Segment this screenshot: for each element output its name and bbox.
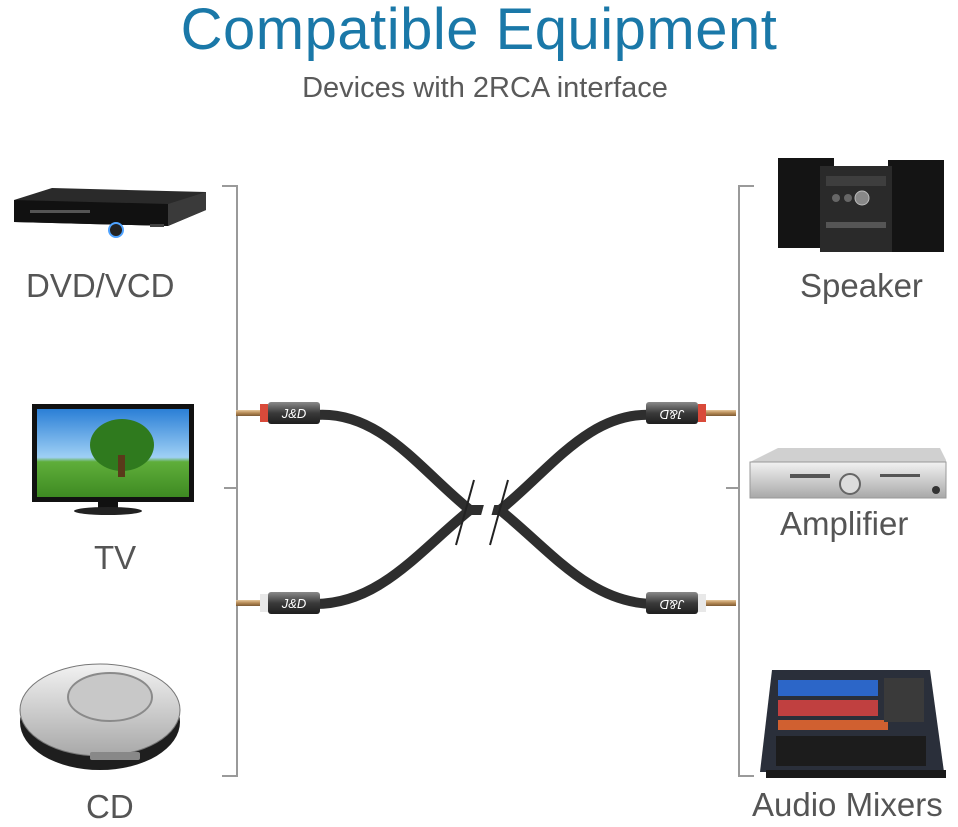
rca-plug-right-bottom	[646, 592, 736, 614]
rca-plug-left-bottom	[236, 592, 320, 614]
left-bracket-tick	[224, 487, 238, 489]
tv-icon	[32, 404, 194, 515]
plug-brand-mark: J&D	[281, 596, 307, 611]
left-bracket	[222, 185, 238, 777]
speaker-system-icon	[778, 158, 944, 252]
device-label-dvd: DVD/VCD	[26, 267, 175, 304]
device-label-cd: CD	[86, 788, 134, 825]
rca-plug-right-top	[646, 402, 736, 424]
amplifier-icon	[749, 448, 947, 499]
plug-brand-mark: J&D	[660, 407, 686, 422]
plug-brand-mark: J&D	[281, 406, 307, 421]
right-bracket	[738, 185, 754, 777]
audio-mixer-icon	[760, 670, 946, 778]
rca-cable-icon	[314, 409, 656, 609]
page-subtitle: Devices with 2RCA interface	[302, 72, 668, 104]
right-bracket-tick	[726, 487, 740, 489]
cd-player-icon	[19, 663, 181, 770]
device-label-tv: TV	[94, 539, 137, 576]
device-label-audio-mixers: Audio Mixers	[752, 786, 943, 823]
device-label-speaker: Speaker	[800, 267, 923, 304]
device-label-amplifier: Amplifier	[780, 505, 909, 542]
page-title: Compatible Equipment	[180, 0, 778, 62]
plug-brand-mark: J&D	[660, 597, 686, 612]
dvd-player-icon	[14, 188, 206, 238]
rca-plug-left-top	[236, 402, 320, 424]
